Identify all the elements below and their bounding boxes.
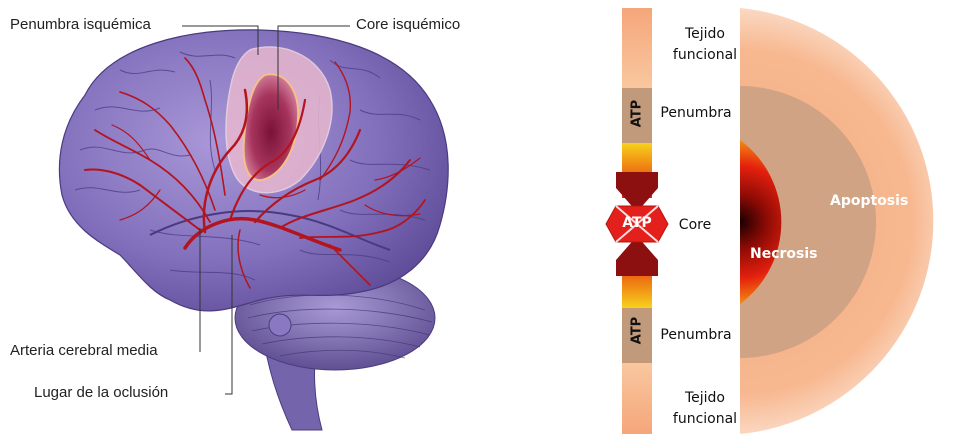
tejido-top-line1: Tejido <box>660 24 750 45</box>
tejido-top-line2: funcional <box>660 45 750 66</box>
label-penumbra-isquemica: Penumbra isquémica <box>10 16 151 33</box>
label-lugar-oclusion: Lugar de la oclusión <box>34 384 168 401</box>
label-apoptosis: Apoptosis <box>830 193 908 209</box>
atp-center-label: ATP <box>612 215 662 231</box>
strip-tissue-bottom <box>622 363 652 434</box>
label-penumbra-bottom: Penumbra <box>650 325 742 346</box>
label-core-isquemico: Core isquémico <box>356 16 460 33</box>
label-tejido-bottom: Tejido funcional <box>660 388 750 430</box>
strip-tissue-top <box>622 8 652 88</box>
tejido-bottom-line1: Tejido <box>660 388 750 409</box>
tejido-bottom-line2: funcional <box>660 409 750 430</box>
zones-diagram <box>740 0 954 434</box>
label-core: Core <box>660 215 730 236</box>
label-penumbra-top: Penumbra <box>650 103 742 124</box>
label-tejido-top: Tejido funcional <box>660 24 750 66</box>
brain-illustration <box>0 0 500 434</box>
atp-top-label: ATP <box>630 95 645 133</box>
label-necrosis: Necrosis <box>750 246 818 262</box>
atp-bottom-label: ATP <box>630 312 645 350</box>
label-arteria-cerebral-media: Arteria cerebral media <box>10 342 158 359</box>
